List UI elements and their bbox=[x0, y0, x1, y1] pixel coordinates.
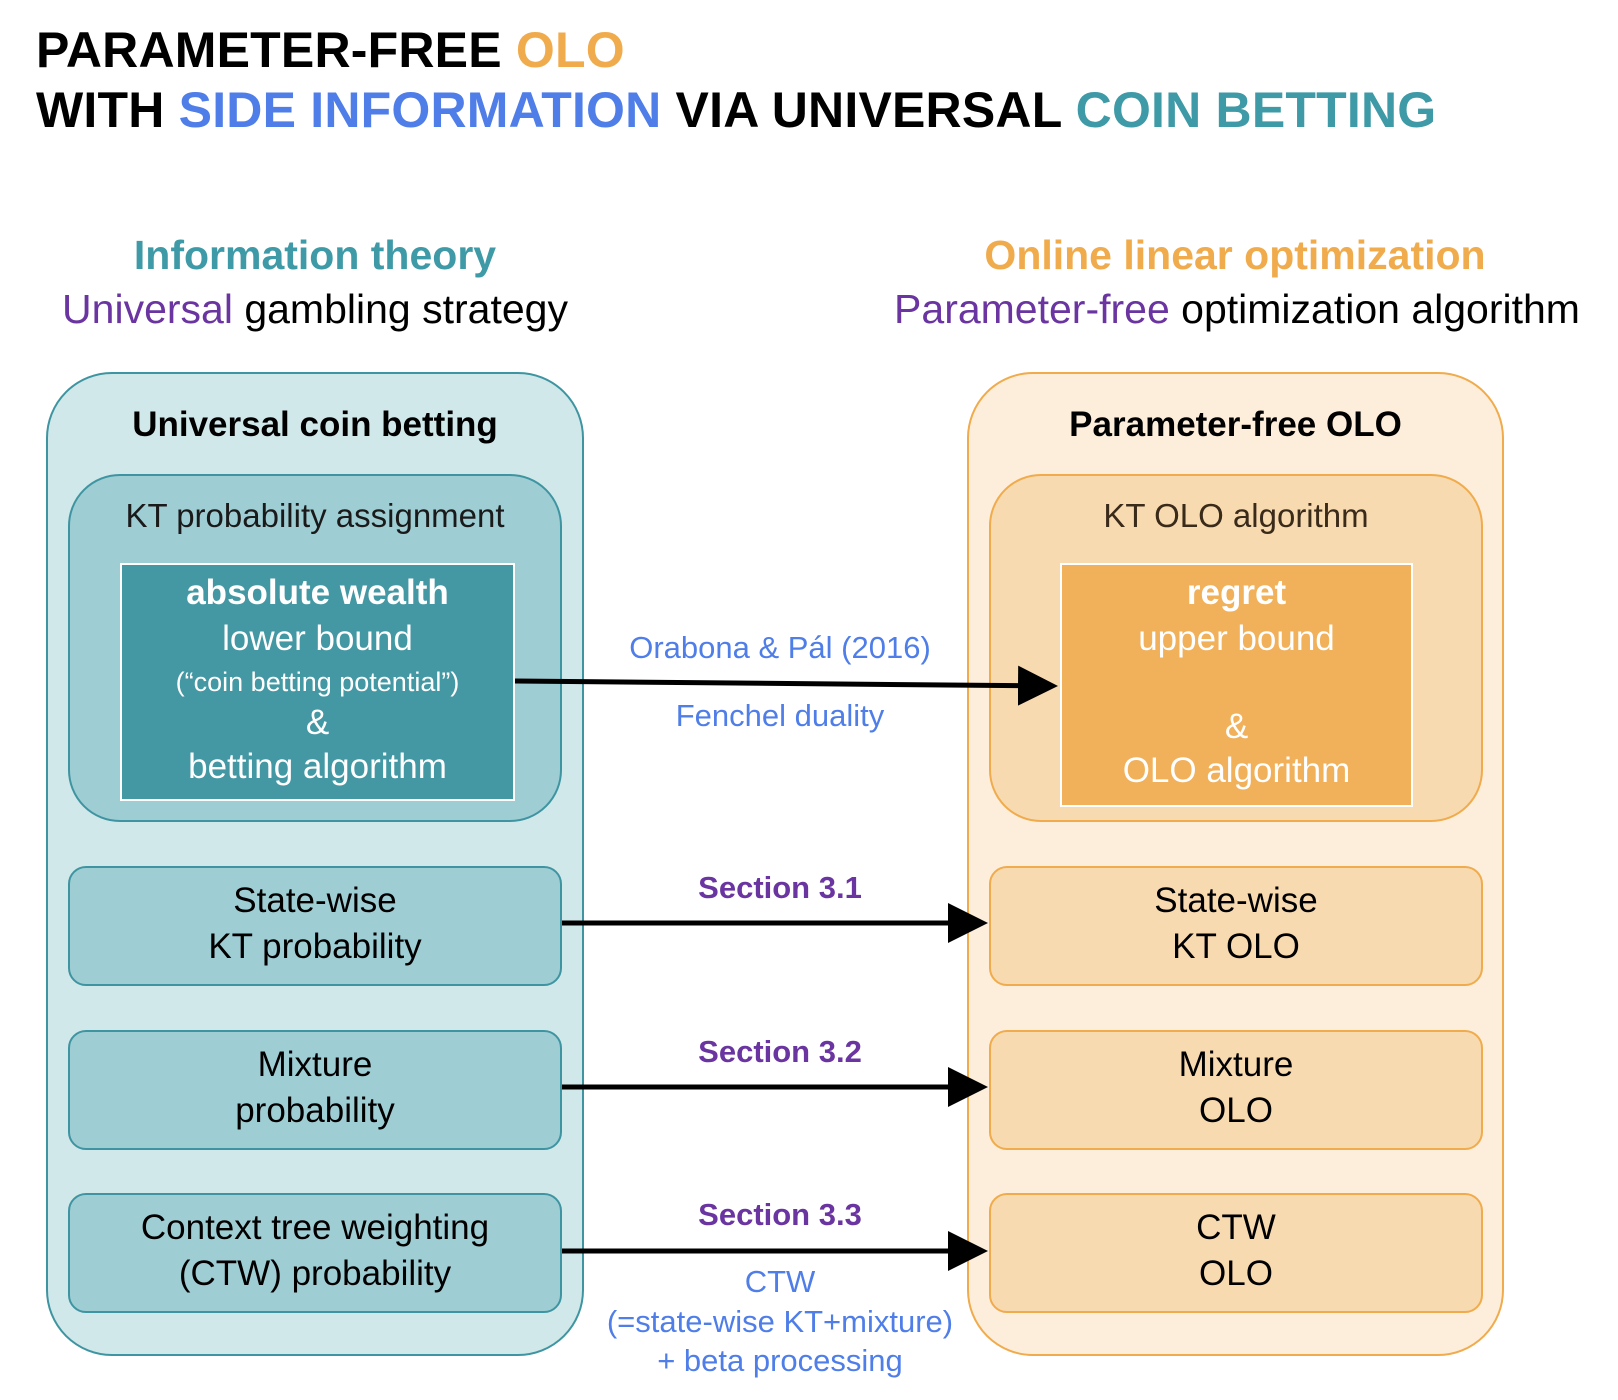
kt-olo-label: KT OLO algorithm bbox=[1103, 497, 1369, 534]
left-column-title: Universal coin betting bbox=[132, 405, 498, 444]
left-heading: Information theory bbox=[133, 232, 497, 278]
state-wise-kt-olo-box: State-wise KT OLO bbox=[989, 866, 1483, 986]
box-line: KT probability bbox=[208, 927, 422, 966]
title-coin-betting: COIN BETTING bbox=[1075, 82, 1437, 138]
inner-line: OLO algorithm bbox=[1122, 751, 1351, 790]
right-heading: Online linear optimization bbox=[984, 232, 1486, 278]
section-3-2-label: Section 3.2 bbox=[698, 1034, 862, 1069]
right-subheading-rest: optimization algorithm bbox=[1169, 286, 1580, 332]
box-line: KT OLO bbox=[1172, 927, 1300, 966]
regret-box: regret upper bound & OLO algorithm bbox=[1060, 563, 1413, 807]
box-line: State-wise bbox=[233, 881, 397, 920]
left-subheading: Universal gambling strategy bbox=[20, 286, 610, 333]
left-subheading-rest: gambling strategy bbox=[232, 286, 568, 332]
inner-line: (“coin betting potential”) bbox=[175, 667, 460, 697]
title-text: WITH bbox=[36, 82, 179, 138]
inner-line: & bbox=[1224, 707, 1249, 746]
section-3-1-label: Section 3.1 bbox=[698, 870, 862, 905]
ctw-note-line: CTW bbox=[744, 1264, 816, 1299]
right-column-title: Parameter-free OLO bbox=[1069, 405, 1402, 444]
ctw-olo-box: CTW OLO bbox=[989, 1193, 1483, 1313]
section-3-3-label: Section 3.3 bbox=[698, 1197, 862, 1232]
title-text: PARAMETER-FREE bbox=[36, 22, 516, 78]
inner-line: & bbox=[305, 703, 330, 742]
ctw-note-line: + beta processing bbox=[657, 1343, 903, 1378]
ctw-note-line: (=state-wise KT+mixture) bbox=[606, 1304, 954, 1339]
box-line: Mixture bbox=[257, 1045, 373, 1084]
title-line-1: PARAMETER-FREE OLO bbox=[36, 22, 625, 78]
inner-line: lower bound bbox=[222, 619, 413, 658]
kt-connection-reference: Orabona & Pál (2016) bbox=[629, 630, 931, 665]
inner-line: betting algorithm bbox=[188, 747, 447, 786]
mixture-probability-box: Mixture probability bbox=[68, 1030, 562, 1150]
box-line: Mixture bbox=[1178, 1045, 1294, 1084]
box-line: OLO bbox=[1199, 1091, 1273, 1130]
box-line: probability bbox=[235, 1091, 395, 1130]
inner-line: regret bbox=[1186, 573, 1287, 612]
title-side-information: SIDE INFORMATION bbox=[178, 82, 662, 138]
kt-connection-note: Fenchel duality bbox=[675, 698, 885, 733]
title-olo: OLO bbox=[515, 22, 625, 78]
right-subheading-highlight: Parameter-free bbox=[894, 286, 1170, 332]
state-wise-kt-probability-box: State-wise KT probability bbox=[68, 866, 562, 986]
inner-line: upper bound bbox=[1138, 619, 1335, 658]
inner-line: absolute wealth bbox=[186, 573, 449, 612]
box-line: CTW bbox=[1196, 1208, 1276, 1247]
box-line: Context tree weighting bbox=[140, 1208, 490, 1247]
box-line: OLO bbox=[1199, 1254, 1273, 1293]
box-line: (CTW) probability bbox=[178, 1254, 452, 1293]
box-line: State-wise bbox=[1154, 881, 1318, 920]
absolute-wealth-box: absolute wealth lower bound (“coin betti… bbox=[120, 563, 515, 801]
mixture-olo-box: Mixture OLO bbox=[989, 1030, 1483, 1150]
left-subheading-highlight: Universal bbox=[62, 286, 233, 332]
title-text: VIA UNIVERSAL bbox=[661, 82, 1076, 138]
title-line-2: WITH SIDE INFORMATION VIA UNIVERSAL COIN… bbox=[36, 82, 1436, 138]
arrow-kt bbox=[514, 665, 1058, 706]
kt-probability-label: KT probability assignment bbox=[125, 497, 505, 534]
ctw-probability-box: Context tree weighting (CTW) probability bbox=[68, 1193, 562, 1313]
right-subheading: Parameter-free optimization algorithm bbox=[862, 286, 1612, 333]
